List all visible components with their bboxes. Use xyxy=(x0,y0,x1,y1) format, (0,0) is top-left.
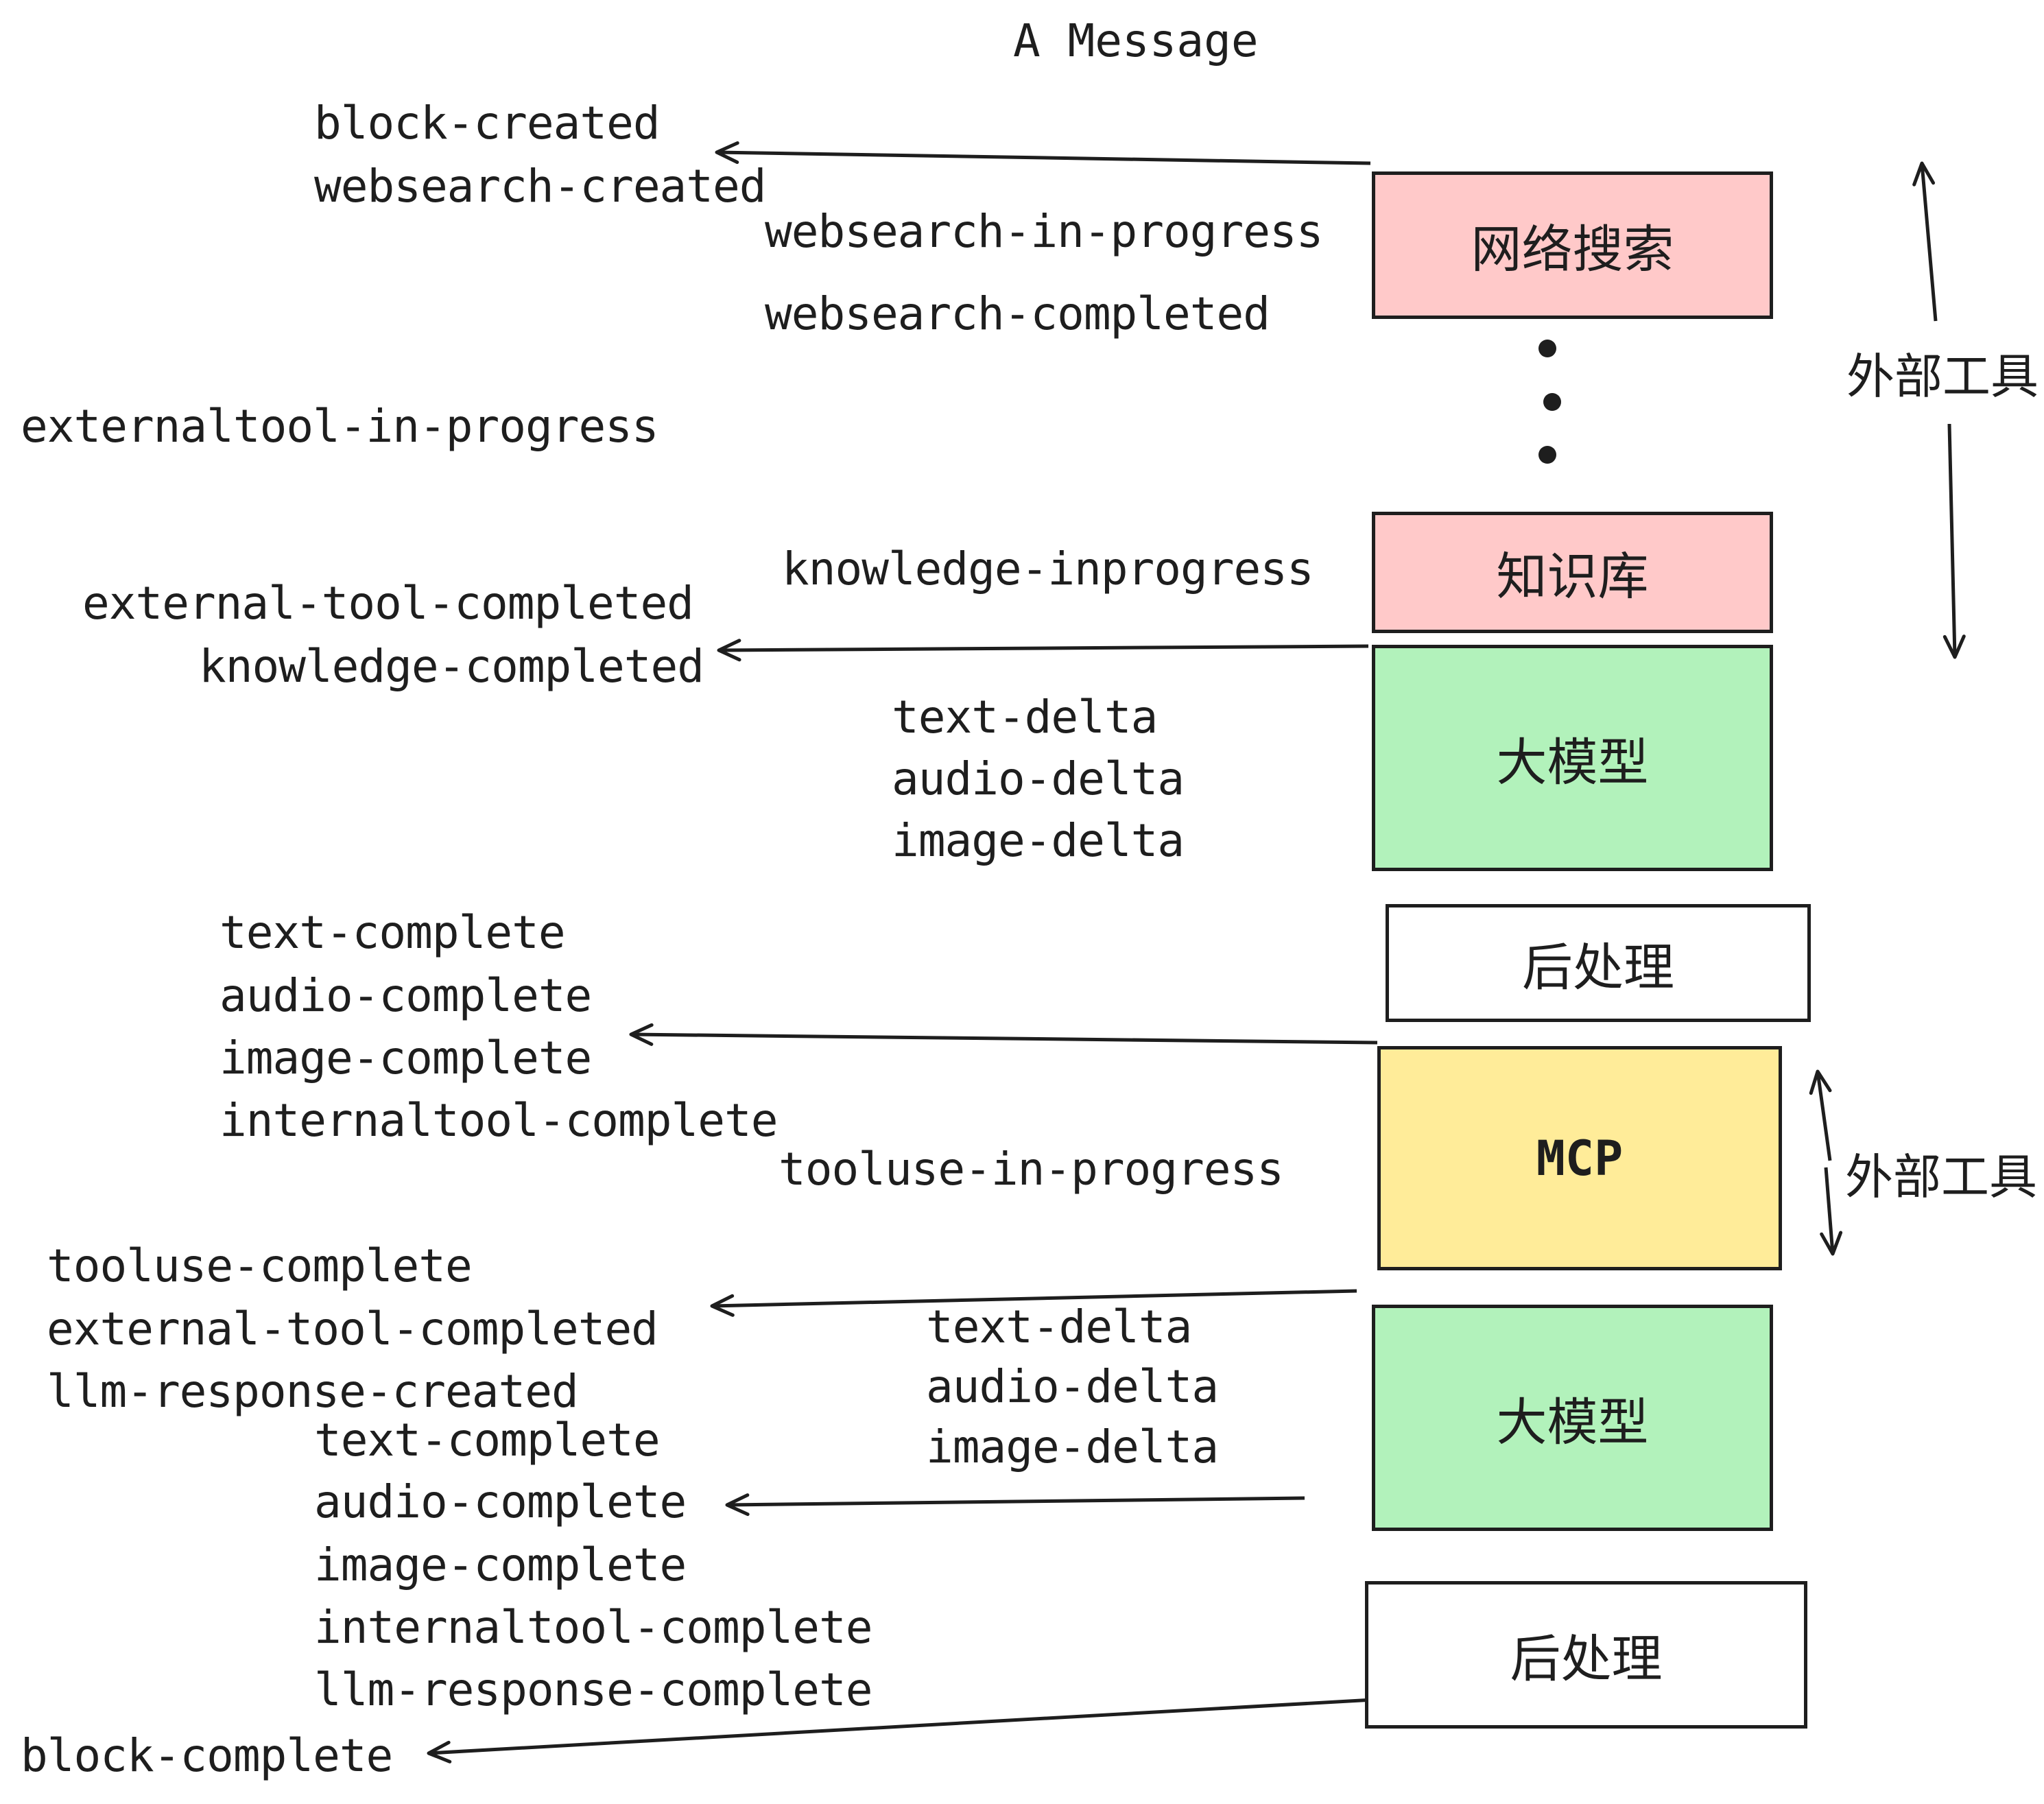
box-postprocess-2-label: 后处理 xyxy=(1510,1630,1663,1689)
event-audio-delta-2: audio-delta xyxy=(926,1360,1219,1413)
event-websearch-in-progress: websearch-in-progress xyxy=(765,205,1323,258)
box-postprocess-1-label: 后处理 xyxy=(1522,938,1674,997)
event-llm-response-complete: llm-response-complete xyxy=(314,1663,872,1716)
event-websearch-created: websearch-created xyxy=(314,160,767,213)
box-llm-1-label: 大模型 xyxy=(1496,733,1649,792)
event-audio-complete-2: audio-complete xyxy=(314,1475,687,1528)
arrow-external-tools-down-2 xyxy=(1820,1167,1843,1256)
arrow-knowledge-completed xyxy=(717,639,1369,662)
event-text-complete-2: text-complete xyxy=(314,1414,661,1467)
event-externaltool-in-progress: externaltool-in-progress xyxy=(21,400,659,453)
event-internaltool-complete-1: internaltool-complete xyxy=(219,1094,778,1147)
arrow-image-complete xyxy=(629,1023,1378,1046)
event-audio-delta-1: audio-delta xyxy=(892,752,1185,805)
side-label-external-tools-1: 外部工具 xyxy=(1846,348,2039,405)
box-postprocess-1: 后处理 xyxy=(1386,904,1811,1022)
arrow-external-tools-up-2 xyxy=(1809,1069,1832,1161)
event-block-created: block-created xyxy=(314,97,661,150)
ellipsis-dots xyxy=(1538,340,1561,464)
box-mcp-label: MCP xyxy=(1536,1130,1624,1187)
event-external-tool-completed-1: external-tool-completed xyxy=(82,577,694,630)
event-knowledge-inprogress: knowledge-inprogress xyxy=(782,543,1314,595)
event-websearch-completed: websearch-completed xyxy=(765,287,1270,340)
event-audio-complete-1: audio-complete xyxy=(219,969,592,1022)
event-internaltool-complete-2: internaltool-complete xyxy=(314,1601,872,1654)
diagram-title: A Message xyxy=(1013,14,1259,67)
arrow-external-tools-up-1 xyxy=(1912,161,1938,322)
event-text-delta-1: text-delta xyxy=(892,691,1158,744)
event-image-delta-2: image-delta xyxy=(926,1421,1219,1473)
event-image-delta-1: image-delta xyxy=(892,814,1185,867)
event-text-delta-2: text-delta xyxy=(926,1301,1192,1353)
arrow-websearch-created xyxy=(715,141,1371,165)
box-llm-2-label: 大模型 xyxy=(1496,1392,1649,1452)
box-knowledge-label: 知识库 xyxy=(1496,547,1649,606)
event-tooluse-complete: tooluse-complete xyxy=(47,1239,473,1292)
side-label-external-tools-2: 外部工具 xyxy=(1845,1149,2037,1205)
event-tooluse-in-progress: tooluse-in-progress xyxy=(779,1143,1284,1196)
arrow-external-tools-down-1 xyxy=(1942,423,1966,659)
box-llm-2: 大模型 xyxy=(1372,1305,1773,1531)
event-text-complete-1: text-complete xyxy=(219,906,566,959)
box-websearch: 网络搜索 xyxy=(1372,171,1773,319)
box-postprocess-2: 后处理 xyxy=(1365,1581,1807,1729)
box-knowledge: 知识库 xyxy=(1372,512,1773,633)
event-image-complete-2: image-complete xyxy=(314,1539,687,1591)
box-llm-1: 大模型 xyxy=(1372,645,1773,871)
event-knowledge-completed: knowledge-completed xyxy=(199,640,704,693)
event-llm-response-created: llm-response-created xyxy=(47,1365,579,1418)
arrow-audio-complete xyxy=(725,1493,1305,1517)
box-websearch-label: 网络搜索 xyxy=(1471,220,1674,279)
event-image-complete-1: image-complete xyxy=(219,1032,592,1084)
box-mcp: MCP xyxy=(1377,1046,1782,1270)
event-block-complete: block-complete xyxy=(21,1729,393,1782)
event-external-tool-completed-2: external-tool-completed xyxy=(47,1303,658,1355)
